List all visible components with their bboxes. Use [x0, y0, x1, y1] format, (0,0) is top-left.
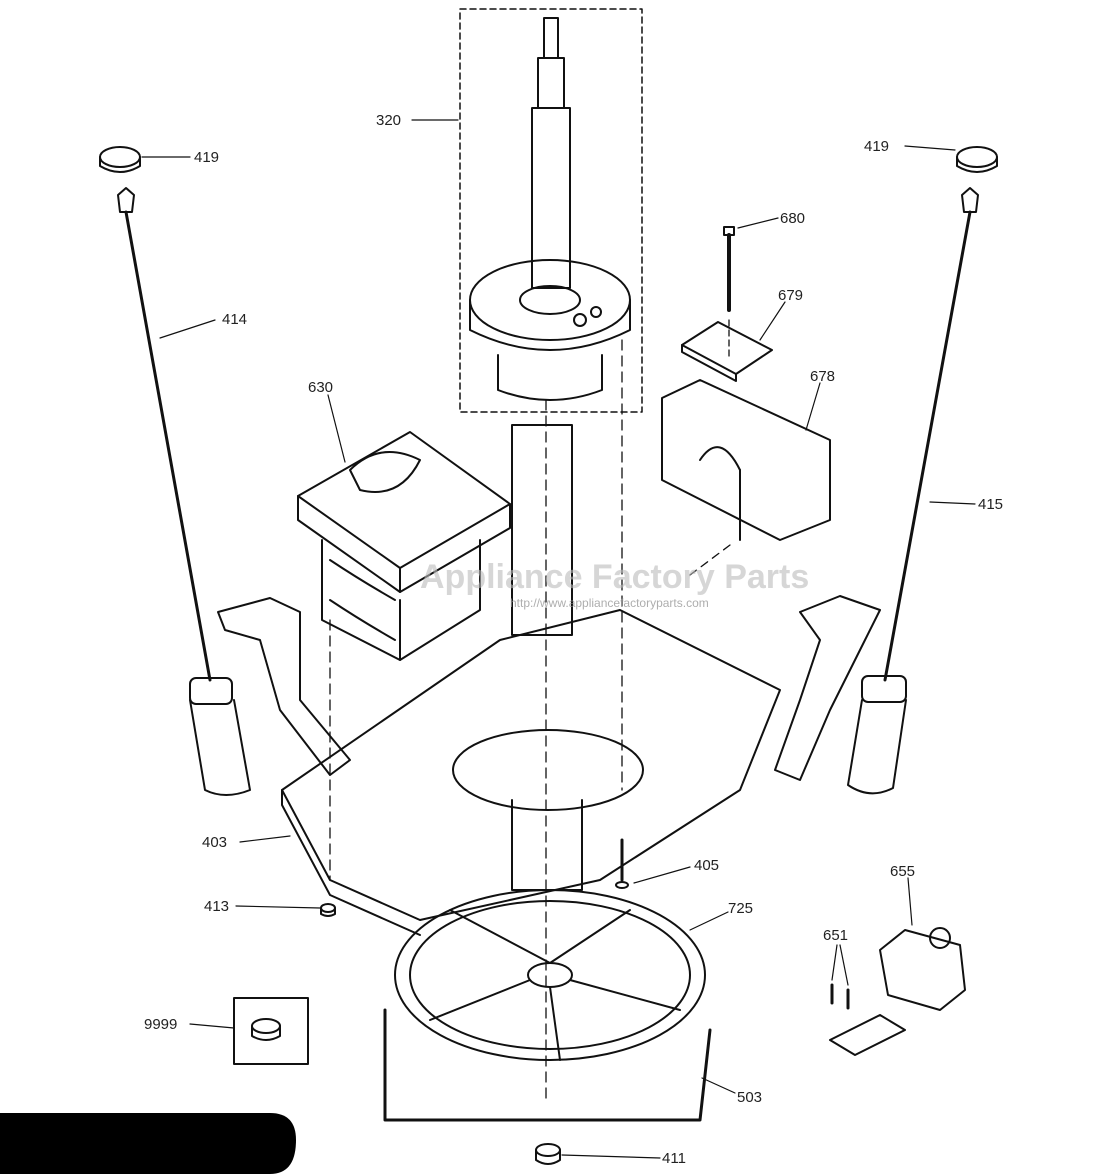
- leader-lines: [141, 119, 976, 1159]
- part-630-motor: [297, 431, 511, 881]
- callout-403: 403: [202, 834, 227, 851]
- callout-651: 651: [823, 927, 848, 944]
- callout-415: 415: [978, 496, 1003, 513]
- part-725-pulley: [394, 889, 706, 1061]
- callout-655: 655: [890, 863, 915, 880]
- callout-679: 679: [778, 287, 803, 304]
- callout-405: 405: [694, 857, 719, 874]
- callout-419-left: 419: [194, 149, 219, 166]
- redaction-block: [0, 1113, 296, 1174]
- part-680-bolt: [723, 226, 735, 361]
- callout-725: 725: [728, 900, 753, 917]
- part-411-nut: [535, 1143, 561, 1165]
- watermark-title: Appliance Factory Parts: [420, 558, 809, 596]
- callout-680: 680: [780, 210, 805, 227]
- part-503-guard: [383, 1008, 712, 1122]
- part-414-suspension-rod: [117, 187, 251, 796]
- part-415-suspension-rod: [847, 187, 979, 795]
- callout-413: 413: [204, 898, 229, 915]
- part-403-base: [217, 424, 881, 936]
- callout-9999: 9999: [144, 1016, 177, 1033]
- watermark-url: http://www.appliancefactoryparts.com: [510, 596, 709, 610]
- part-419-left-cap: [99, 146, 141, 173]
- part-679-plate: [681, 321, 773, 382]
- part-413-nut: [320, 903, 336, 917]
- callout-320: 320: [376, 112, 401, 129]
- callout-503: 503: [737, 1089, 762, 1106]
- part-405-screw: [615, 838, 629, 889]
- part-9999-kit: [233, 997, 309, 1065]
- callout-678: 678: [810, 368, 835, 385]
- part-419-right-cap: [956, 146, 998, 173]
- part-651-screws: [830, 983, 850, 1010]
- part-320-transmission: [459, 8, 643, 1101]
- callout-414: 414: [222, 311, 247, 328]
- part-678-weight: [661, 379, 831, 576]
- callout-411: 411: [662, 1150, 686, 1167]
- part-655-pump: [829, 927, 966, 1056]
- callout-630: 630: [308, 379, 333, 396]
- callout-419-right: 419: [864, 138, 889, 155]
